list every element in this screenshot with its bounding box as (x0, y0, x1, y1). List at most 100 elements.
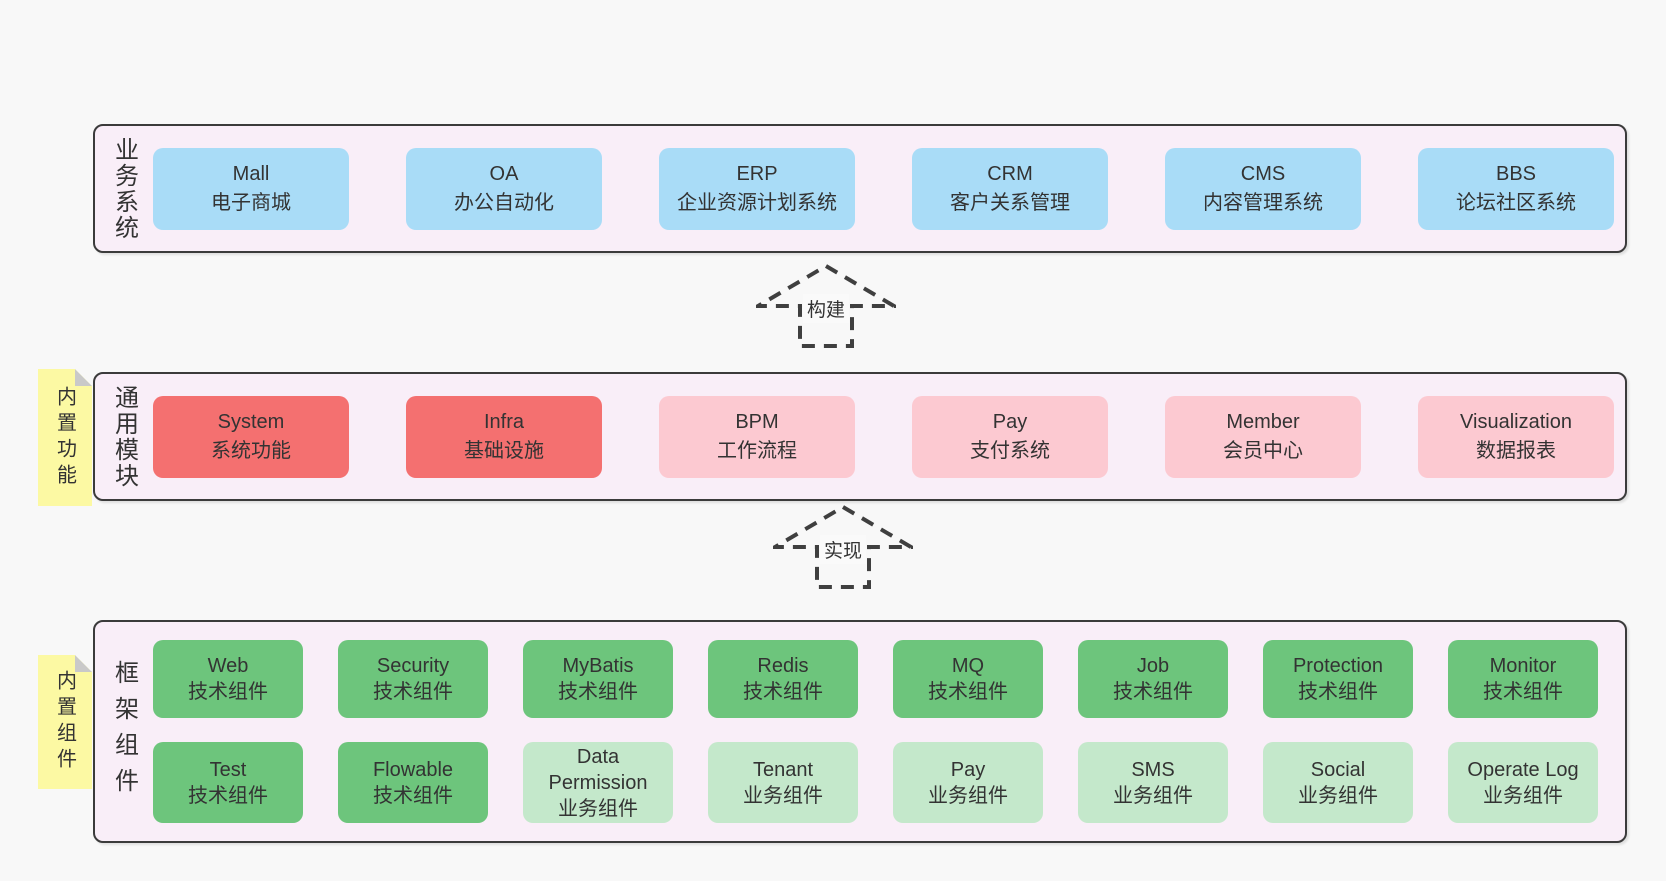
sticky-note-built-in-components: 内置组件 (38, 655, 92, 789)
box-title: Tenant (752, 758, 814, 781)
dashed-up-arrow-implement: 实现 (773, 503, 913, 591)
box-title: BBS (1495, 162, 1537, 185)
box-title: SMS (1131, 758, 1175, 781)
diagram-box-job: Job 技术组件 (1078, 640, 1228, 718)
diagram-box-monitor: Monitor 技术组件 (1448, 640, 1598, 718)
box-title: Pay (950, 758, 986, 781)
band-label: 框架组件 (110, 659, 138, 804)
box-title: BPM (735, 410, 779, 433)
box-subtitle: 业务组件 (1298, 784, 1378, 807)
box-subtitle: 基础设施 (464, 439, 544, 462)
box-title: ERP (736, 162, 778, 185)
box-title: Flowable (372, 758, 454, 781)
box-subtitle: 技术组件 (373, 784, 453, 807)
box-subtitle: 技术组件 (188, 681, 268, 703)
sticky-note-built-in-features: 内置功能 (38, 369, 92, 506)
box-title: OA (489, 162, 519, 185)
diagram-box-bbs: BBS 论坛社区系统 (1418, 147, 1614, 230)
box-subtitle: 论坛社区系统 (1456, 191, 1576, 214)
box-subtitle: 业务组件 (928, 784, 1008, 807)
box-title: Monitor (1489, 655, 1557, 677)
folded-corner-icon (75, 655, 92, 672)
box-subtitle: 系统功能 (211, 439, 291, 462)
diagram-box-test: Test 技术组件 (153, 742, 303, 823)
box-title: Security (376, 655, 450, 677)
box-title: Operate Log (1467, 758, 1579, 781)
box-subtitle: 技术组件 (1483, 681, 1563, 703)
box-title: Job (1136, 655, 1170, 677)
box-subtitle: 客户关系管理 (950, 191, 1070, 214)
diagram-box-redis: Redis 技术组件 (708, 640, 858, 718)
diagram-box-member: Member 会员中心 (1165, 395, 1361, 478)
diagram-box-crm: CRM 客户关系管理 (912, 147, 1108, 230)
diagram-box-visualization: Visualization 数据报表 (1418, 395, 1614, 478)
box-title: CRM (987, 162, 1033, 185)
box-subtitle: 办公自动化 (454, 191, 554, 214)
arrow-label: 实现 (819, 535, 867, 564)
sticky-note-label: 内置组件 (53, 670, 76, 774)
box-title: System (217, 410, 285, 433)
box-subtitle: 会员中心 (1223, 439, 1303, 462)
box-subtitle: 工作流程 (717, 439, 797, 462)
folded-corner-icon (75, 369, 92, 386)
box-title: MyBatis (562, 655, 634, 677)
box-subtitle: 业务组件 (1483, 784, 1563, 807)
box-subtitle: 内容管理系统 (1203, 191, 1323, 214)
box-title: Web (207, 655, 249, 677)
box-subtitle: 业务组件 (1113, 784, 1193, 807)
diagram-box-system: System 系统功能 (153, 395, 349, 478)
diagram-box-web: Web 技术组件 (153, 640, 303, 718)
diagram-box-erp: ERP 企业资源计划系统 (659, 147, 855, 230)
diagram-box-operate-log: Operate Log 业务组件 (1448, 742, 1598, 823)
diagram-box-mall: Mall 电子商城 (153, 147, 349, 230)
diagram-box-sms: SMS 业务组件 (1078, 742, 1228, 823)
box-subtitle: 技术组件 (188, 784, 268, 807)
diagram-box-cms: CMS 内容管理系统 (1165, 147, 1361, 230)
box-title: Protection (1292, 655, 1384, 677)
arrow-label: 构建 (802, 294, 850, 323)
band-business-systems: 业务系统 Mall 电子商城 OA 办公自动化 ERP 企业资源计划系统 CRM 客户关系管理… (93, 124, 1627, 253)
dashed-up-arrow-build: 构建 (756, 262, 896, 350)
box-subtitle: 企业资源计划系统 (677, 191, 837, 214)
box-subtitle: 技术组件 (743, 681, 823, 703)
box-title: Pay (992, 410, 1028, 433)
box-title: Redis (757, 655, 809, 677)
diagram-box-flowable: Flowable 技术组件 (338, 742, 488, 823)
diagram-box-oa: OA 办公自动化 (406, 147, 602, 230)
box-title: Mall (232, 162, 270, 185)
box-subtitle: 电子商城 (211, 191, 291, 214)
box-subtitle: 业务组件 (743, 784, 823, 807)
box-title: Member (1226, 410, 1300, 433)
box-title: MQ (951, 655, 985, 677)
box-subtitle: 技术组件 (558, 681, 638, 703)
box-title: Infra (483, 410, 525, 433)
band-label: 通用模块 (110, 384, 138, 489)
band-box-container: Mall 电子商城 OA 办公自动化 ERP 企业资源计划系统 CRM 客户关系管理 CMS 内容… (153, 126, 1619, 251)
diagram-box-bpm: BPM 工作流程 (659, 395, 855, 478)
up-arrow-icon (756, 263, 896, 348)
box-title: Test (209, 758, 247, 781)
box-subtitle: 技术组件 (373, 681, 453, 703)
diagram-box-security: Security 技术组件 (338, 640, 488, 718)
box-title: Data Permission (548, 745, 648, 794)
box-subtitle: 技术组件 (1113, 681, 1193, 703)
box-subtitle: 技术组件 (928, 681, 1008, 703)
up-arrow-icon (773, 504, 913, 589)
diagram-box-mybatis: MyBatis 技术组件 (523, 640, 673, 718)
box-subtitle: 数据报表 (1476, 439, 1556, 462)
diagram-box-pay: Pay 业务组件 (893, 742, 1043, 823)
box-title: Visualization (1460, 410, 1572, 433)
band-label: 业务系统 (110, 136, 138, 241)
box-title: CMS (1240, 162, 1286, 185)
sticky-note-label: 内置功能 (53, 385, 76, 490)
